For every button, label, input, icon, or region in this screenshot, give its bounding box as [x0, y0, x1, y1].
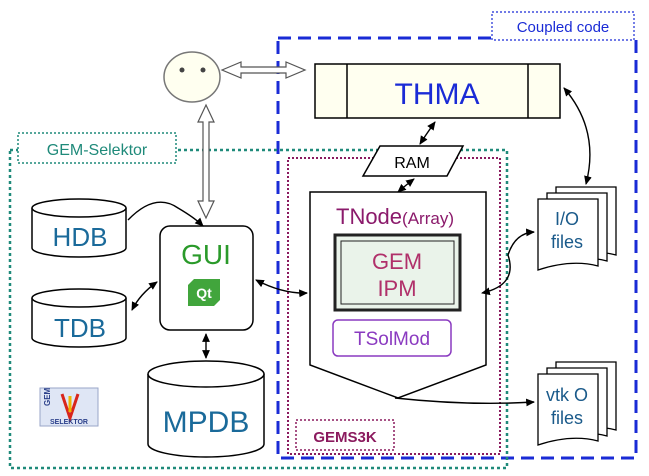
coupled-code-tag — [491, 11, 635, 41]
logo-bottom-text: SELEKTOR — [50, 419, 88, 426]
gem-selektor-logo: GEM SELEKTOR — [39, 387, 99, 427]
gui-tdb-arrow — [131, 281, 158, 311]
gem-selektor-region — [8, 148, 509, 470]
user-thma-hollow-arrow — [220, 61, 307, 79]
qt-logo-icon — [188, 279, 220, 306]
gui-tnode-arrow — [255, 279, 308, 298]
hdb-label: HDB — [53, 222, 108, 252]
qt-logo-text: Qt — [196, 285, 212, 301]
tsolmod-label: TSolMod — [354, 329, 430, 350]
io-files-stack — [537, 186, 617, 271]
tnode-vtk-files-arrow — [394, 397, 535, 407]
logo-top-text: GEM — [43, 387, 52, 406]
coupled-code-region — [276, 36, 638, 460]
tnode-label-array: (Array) — [402, 209, 454, 228]
ram-box — [361, 145, 465, 177]
io-files-label-1: I/O — [555, 209, 579, 229]
user-gui-hollow-arrow — [197, 103, 215, 220]
gem-label: GEM — [372, 249, 422, 274]
thma-label: THMA — [395, 78, 480, 111]
ipm-io-files-arrow — [481, 228, 535, 296]
gem-ipm-box-inner — [340, 240, 455, 305]
ram-tnode-arrow — [397, 178, 415, 193]
tnode-label: TNode(Array) — [336, 204, 454, 229]
gems3k-tag — [295, 419, 395, 451]
gui-box — [159, 225, 254, 331]
vtk-files-label-2: files — [551, 408, 583, 428]
thma-io-files-arrow — [563, 87, 592, 185]
tdb-database — [31, 288, 127, 348]
io-files-label-2: files — [551, 232, 583, 252]
gems3k-label: GEMS3K — [313, 429, 377, 446]
hdb-database — [31, 198, 127, 258]
vtk-files-stack — [537, 361, 617, 446]
ram-label: RAM — [394, 155, 430, 172]
tdb-label: TDB — [54, 313, 106, 343]
user-smiley-icon — [163, 51, 221, 103]
ipm-label: IPM — [377, 276, 416, 301]
thma-ram-arrow — [419, 121, 436, 145]
hdb-gui-arrow — [127, 201, 204, 227]
mpdb-label: MPDB — [163, 406, 250, 439]
coupled-code-label: Coupled code — [517, 19, 610, 36]
mpdb-database — [147, 360, 265, 458]
gem-selektor-tag — [17, 132, 177, 164]
tnode-label-main: TNode — [336, 204, 402, 229]
gui-label: GUI — [181, 239, 231, 270]
vtk-files-label-1: vtk O — [546, 385, 588, 405]
thma-box — [314, 63, 561, 119]
tsolmod-box — [332, 319, 452, 357]
gem-selektor-label: GEM-Selektor — [47, 142, 148, 159]
